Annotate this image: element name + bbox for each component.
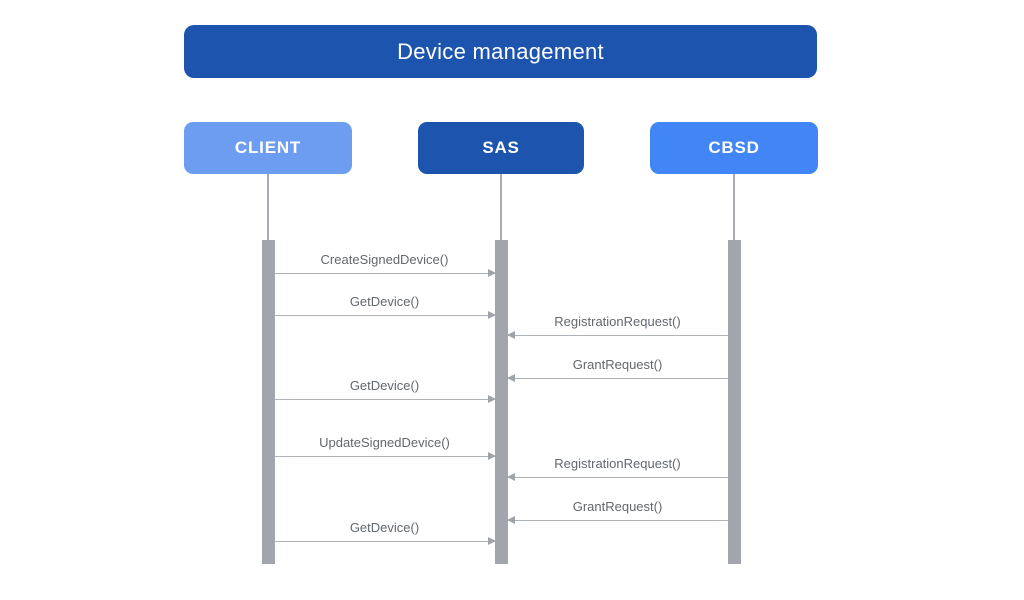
message-client-to-sas: GetDevice() [274,290,496,319]
message-label: GrantRequest() [572,357,663,372]
activation-bar-client [261,240,275,564]
message-arrow-line [507,476,728,478]
message-label: UpdateSignedDevice() [319,435,450,450]
message-cbsd-to-sas: RegistrationRequest() [506,452,728,481]
activation-bar-cbsd [727,240,741,564]
lifeline-sas [500,174,502,240]
message-arrowhead-icon [487,311,496,319]
actor-box-client: CLIENT [184,122,352,174]
message-cbsd-to-sas: RegistrationRequest() [506,310,728,339]
message-arrowhead-icon [487,537,496,545]
message-arrowhead-icon [506,516,515,524]
message-arrowhead-icon [506,374,515,382]
activation-bar-sas [494,240,508,564]
message-arrow-line [507,377,728,379]
message-label: GetDevice() [349,520,420,535]
message-arrow-line [507,334,728,336]
message-client-to-sas: UpdateSignedDevice() [274,431,496,460]
message-label: GetDevice() [349,294,420,309]
message-cbsd-to-sas: GrantRequest() [506,495,728,524]
actor-box-cbsd: CBSD [650,122,818,174]
message-label: GrantRequest() [572,499,663,514]
message-arrow-line [274,272,495,274]
message-arrow-line [274,455,495,457]
message-arrowhead-icon [487,269,496,277]
message-arrowhead-icon [506,331,515,339]
lifeline-cbsd [733,174,735,240]
message-client-to-sas: GetDevice() [274,516,496,545]
message-cbsd-to-sas: GrantRequest() [506,353,728,382]
message-arrowhead-icon [487,452,496,460]
message-client-to-sas: CreateSignedDevice() [274,248,496,277]
message-label: GetDevice() [349,378,420,393]
actor-box-sas: SAS [418,122,584,174]
message-label: RegistrationRequest() [554,314,681,329]
message-arrow-line [507,519,728,521]
lifeline-client [267,174,269,240]
diagram-title: Device management [184,25,817,78]
message-arrow-line [274,540,495,542]
message-arrowhead-icon [487,395,496,403]
message-client-to-sas: GetDevice() [274,374,496,403]
message-label: RegistrationRequest() [554,456,681,471]
message-label: CreateSignedDevice() [320,252,449,267]
message-arrow-line [274,398,495,400]
message-arrowhead-icon [506,473,515,481]
message-arrow-line [274,314,495,316]
